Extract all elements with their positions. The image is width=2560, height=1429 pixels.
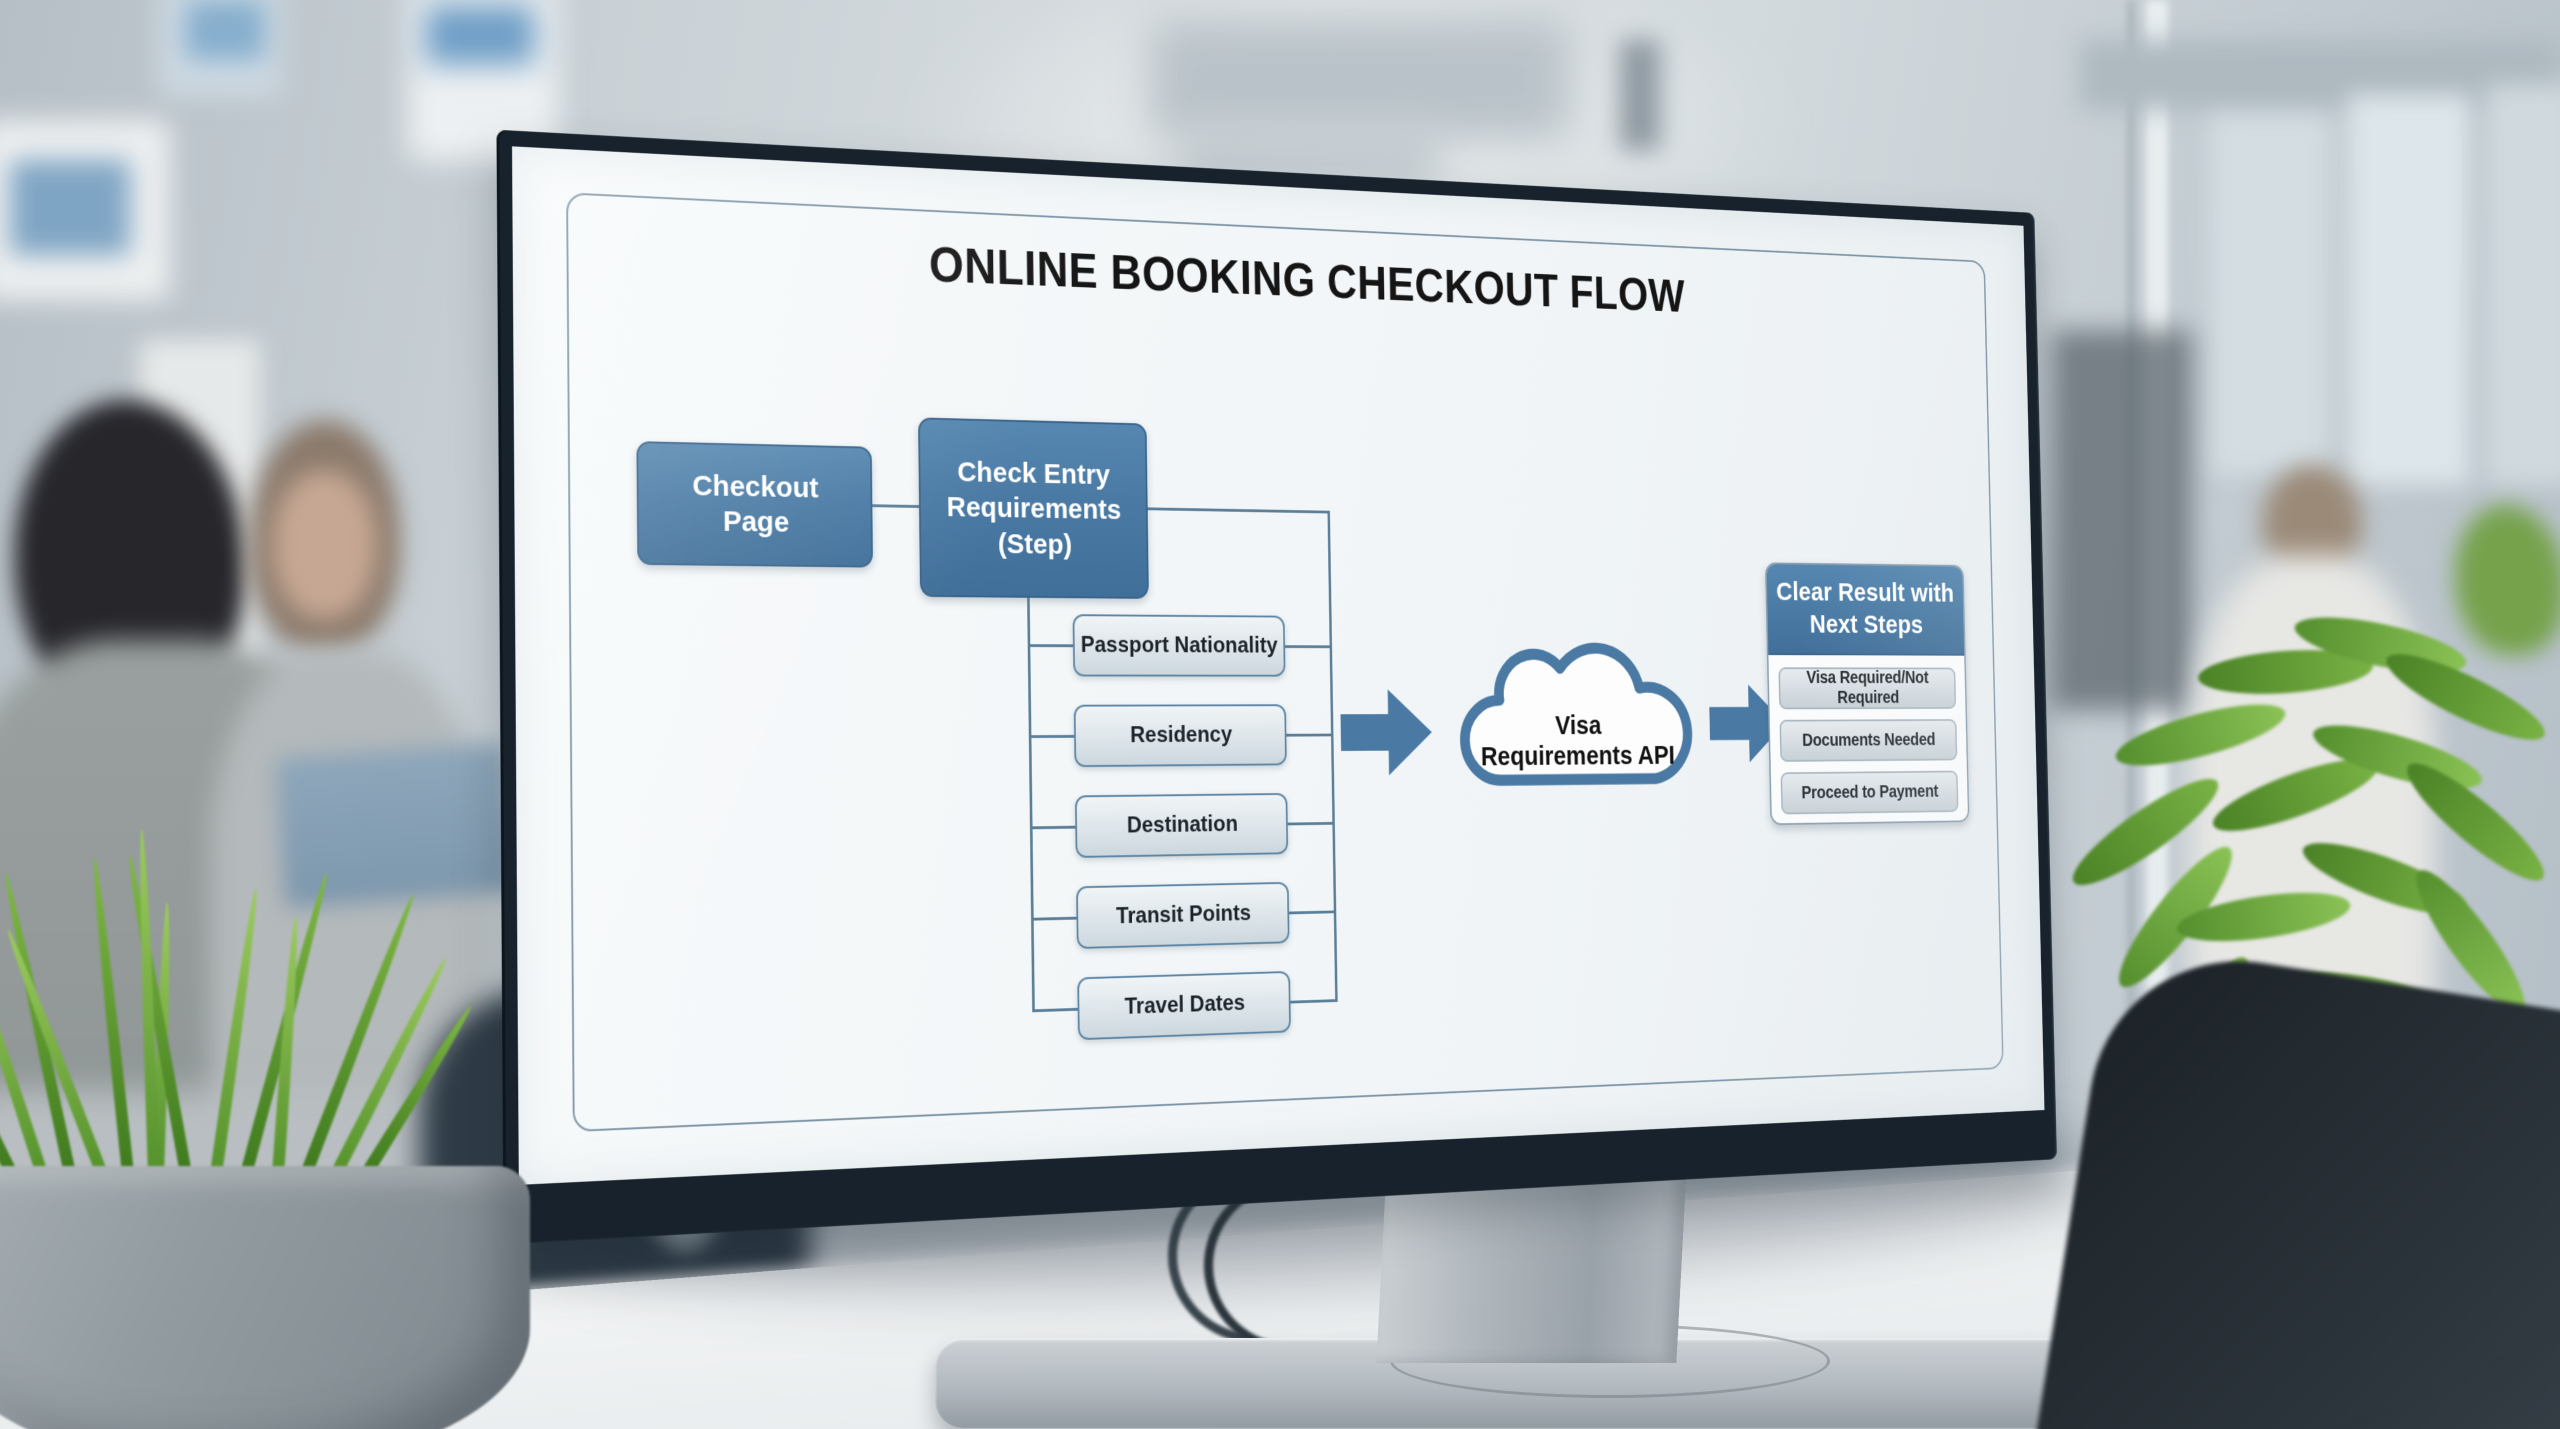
api-cloud-node: Visa Requirements API xyxy=(1454,617,1700,840)
glass-partition-edge xyxy=(2128,0,2134,1429)
monitor: ONLINE BOOKING CHECKOUT FLOW Checkout Pa… xyxy=(496,129,2057,1245)
cloud-icon xyxy=(1454,617,1700,840)
grass-blade xyxy=(2,927,108,1177)
background-plant xyxy=(2455,505,2560,655)
leaf xyxy=(2110,692,2291,778)
window-panel xyxy=(2210,115,2330,475)
whiteboard-chart xyxy=(10,160,130,255)
whiteboard-chart xyxy=(185,0,265,60)
office-person-middle-face xyxy=(272,470,377,620)
monitor-screen: ONLINE BOOKING CHECKOUT FLOW Checkout Pa… xyxy=(512,146,2045,1185)
background-frame xyxy=(1620,40,1660,150)
left-plant xyxy=(0,829,560,1429)
window-beam xyxy=(2080,40,2560,110)
grass-blade xyxy=(88,857,134,1175)
background-frame-right xyxy=(2052,330,2192,710)
window-panel xyxy=(2348,95,2470,485)
whiteboard-chart xyxy=(425,5,535,65)
left-plant-pot xyxy=(0,1166,530,1429)
window-panel xyxy=(2486,85,2560,485)
screen-glare xyxy=(512,146,2045,1185)
